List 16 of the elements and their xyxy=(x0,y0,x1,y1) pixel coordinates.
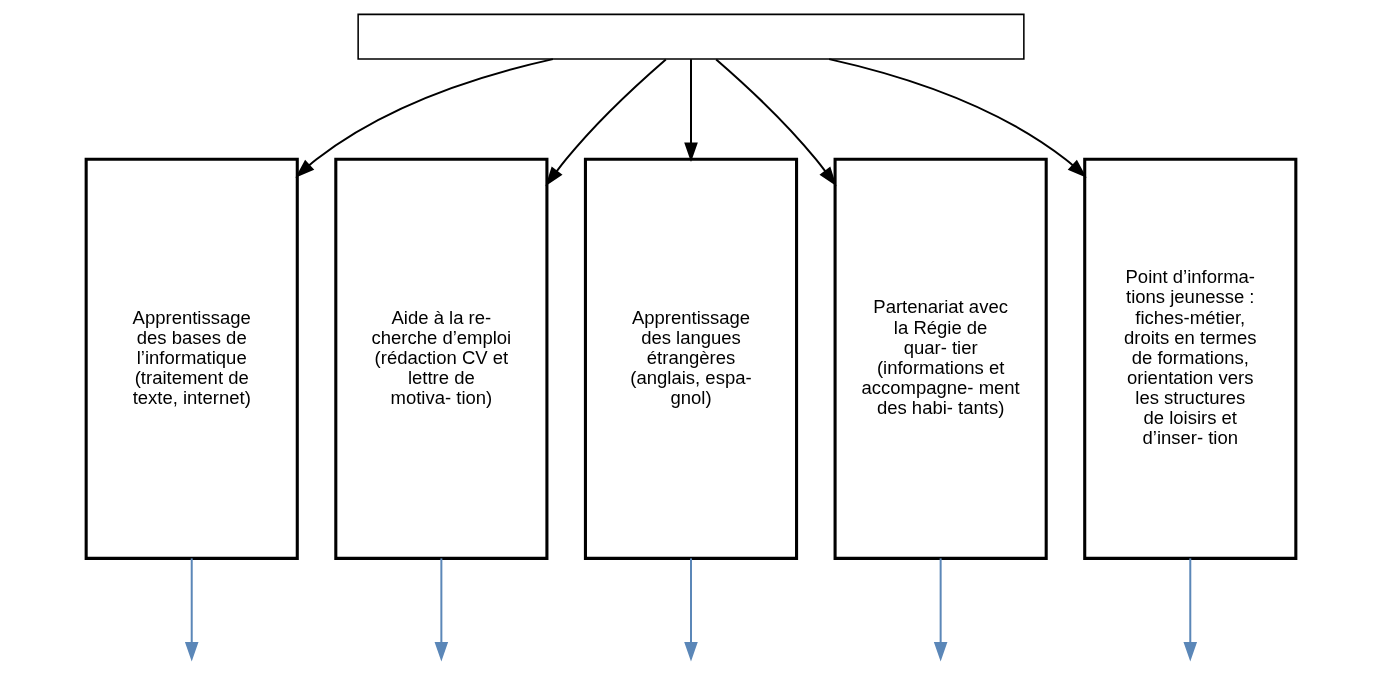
arrow xyxy=(434,557,449,662)
node-box xyxy=(357,13,1025,60)
arrow xyxy=(1183,557,1198,662)
arrow xyxy=(828,58,1087,178)
arrow xyxy=(295,58,554,178)
arrow xyxy=(933,557,948,662)
node-box: Point d’informa- tions jeunesse : fiches-métier, droits en termes de formations, orientation vers les structures de loisirs et d’inser- tion xyxy=(1083,157,1298,560)
node-box: Partenariat avec la Régie de quar- tier (informations et accompagne- ment des habi- tants) xyxy=(833,157,1048,560)
arrow xyxy=(684,58,698,163)
node-box: Apprentissage des langues étrangères (anglais, espa- gnol) xyxy=(583,157,799,560)
arrow xyxy=(684,557,698,662)
arrow xyxy=(184,557,199,662)
arrow xyxy=(545,58,667,187)
node-box: Aide à la re- cherche d’emploi (rédaction CV et lettre de motiva- tion) xyxy=(334,157,549,560)
arrow xyxy=(715,58,837,187)
node-box: Apprentissage des bases de l’informatique (traitement de texte, internet) xyxy=(84,157,299,560)
